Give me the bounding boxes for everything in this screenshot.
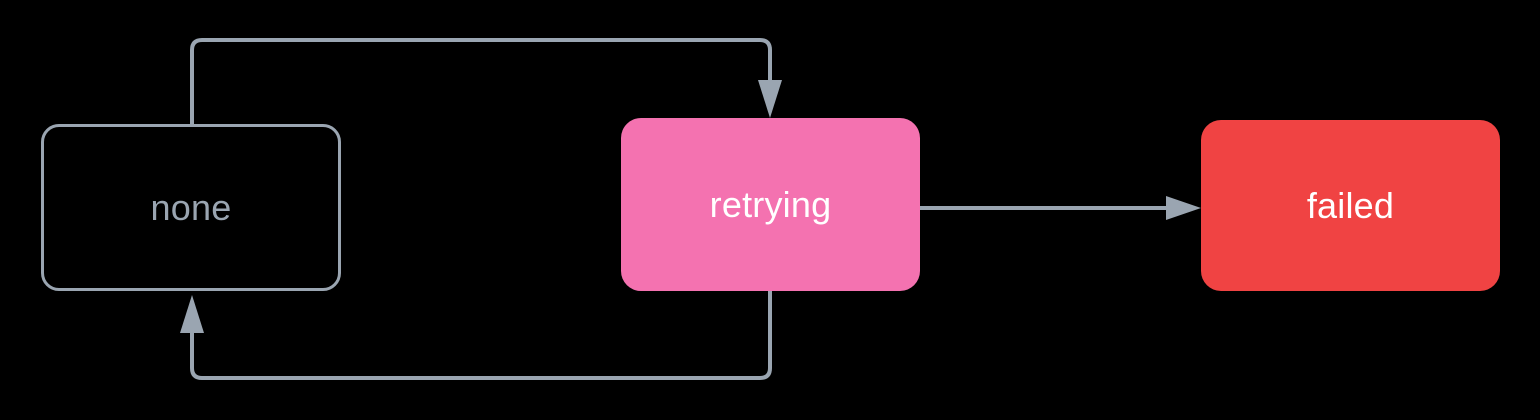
edge-none-to-retrying-line — [190, 38, 772, 124]
edge-retrying-to-failed-arrowhead — [1166, 196, 1201, 220]
edge-retrying-to-failed — [920, 196, 1201, 220]
state-node-none[interactable]: none — [41, 124, 341, 291]
edge-retrying-to-none-line — [190, 291, 772, 380]
state-node-retrying[interactable]: retrying — [621, 118, 920, 291]
state-node-failed-label: failed — [1306, 184, 1395, 226]
edge-retrying-to-none-arrowhead — [180, 295, 204, 333]
state-node-none-label: none — [150, 186, 232, 228]
edge-none-to-retrying-arrowhead — [758, 80, 782, 118]
edge-none-to-retrying — [190, 38, 782, 124]
edge-retrying-to-none — [180, 291, 772, 380]
state-node-retrying-label: retrying — [709, 183, 832, 225]
state-node-failed[interactable]: failed — [1201, 120, 1500, 291]
